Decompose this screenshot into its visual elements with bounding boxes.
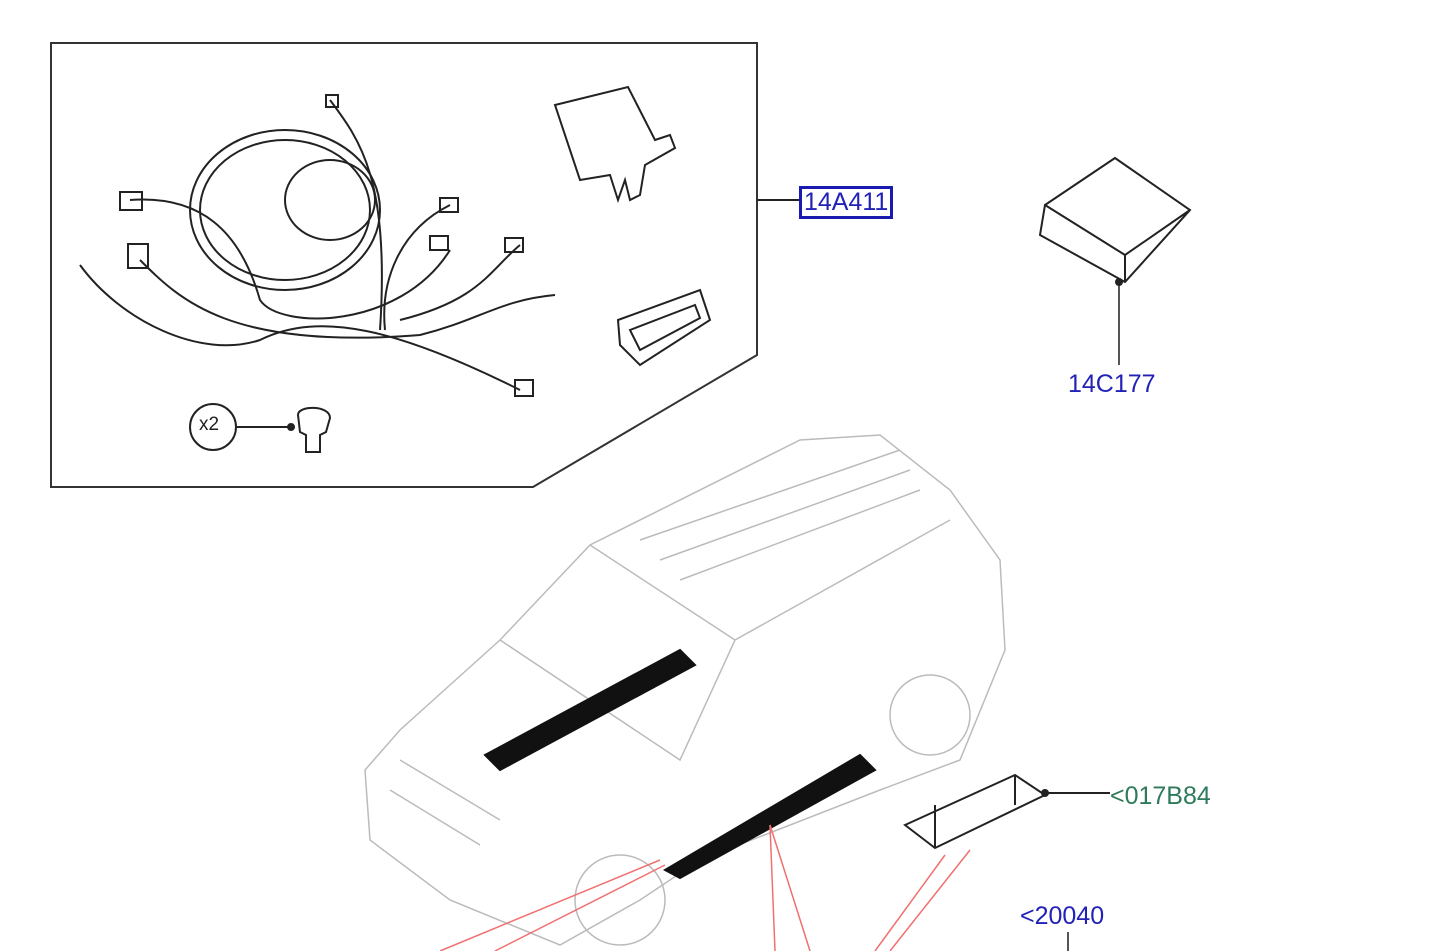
kit-outline: [50, 42, 758, 488]
callout-14A411[interactable]: 14A411: [799, 186, 894, 219]
red-leaders: [439, 824, 971, 951]
vehicle-drawing: [364, 434, 1006, 946]
switch-drawing: [616, 288, 712, 367]
callout-20040[interactable]: <20040: [1020, 902, 1105, 930]
bracket-drawing: [553, 85, 677, 204]
roof-rail-drawing: [483, 648, 697, 772]
running-board-drawing: [662, 753, 877, 880]
step-light-drawing: [903, 773, 1048, 850]
wiring-harness-drawing: [79, 94, 556, 397]
quantity-badge: x2: [199, 414, 220, 435]
callout-017B84[interactable]: <017B84: [1110, 782, 1211, 810]
clip-drawing: [296, 406, 332, 453]
callout-14C177[interactable]: 14C177: [1068, 370, 1156, 398]
module-drawing: [1038, 156, 1192, 284]
